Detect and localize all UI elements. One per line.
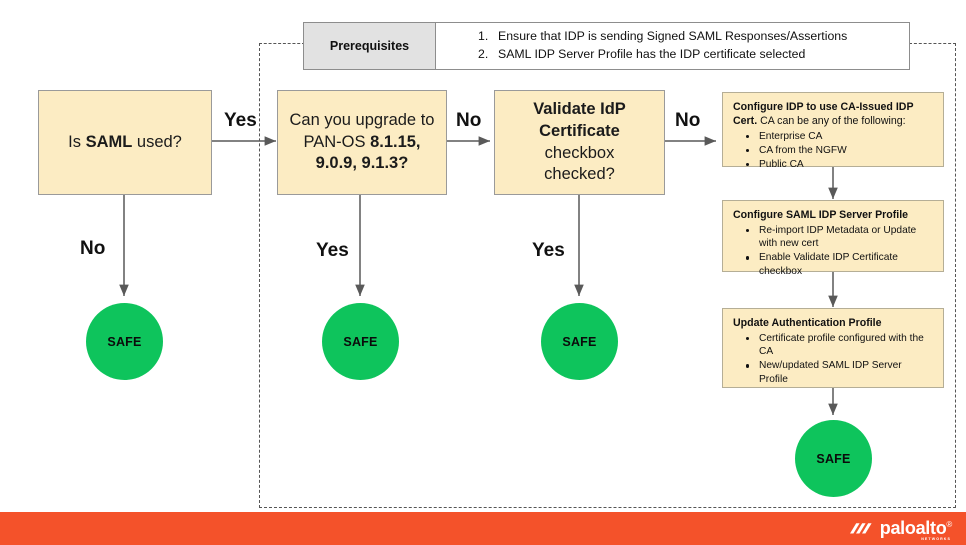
decision-can-you-upgrade[interactable]: Can you upgrade to PAN-OS 8.1.15, 9.0.9,…	[277, 90, 447, 195]
scope-dashed-top-left	[259, 43, 305, 44]
action-title: Configure IDP to use CA-Issued IDP Cert.…	[733, 101, 914, 127]
brand-lockup: paloalto® NETWORKS	[849, 517, 952, 541]
action-title: Configure SAML IDP Server Profile	[733, 209, 909, 221]
decision-is-saml-used[interactable]: Is SAML used?	[38, 90, 212, 195]
action-bullet-list: Certificate profile configured with the …	[733, 332, 933, 386]
edge-label-upgrade-no: No	[456, 110, 482, 131]
terminator-safe-4[interactable]: SAFE	[795, 420, 872, 497]
action-bullet: Re-import IDP Metadata or Update with ne…	[746, 224, 933, 251]
action-bullet: Public CA	[746, 158, 933, 171]
decision-validate-idp-certificate[interactable]: Validate IdP Certificate checkbox checke…	[494, 90, 665, 195]
action-configure-idp-ca-issued[interactable]: Configure IDP to use CA-Issued IDP Cert.…	[722, 92, 944, 170]
prerequisites-item-number: 1.	[478, 29, 489, 44]
action-title: Update Authentication Profile	[733, 317, 882, 329]
action-bullet: New/updated SAML IDP Server Profile	[746, 359, 933, 386]
prerequisites-item: 1. Ensure that IDP is sending Signed SAM…	[436, 28, 909, 46]
action-bullet-list: Enterprise CA CA from the NGFW Public CA	[733, 130, 933, 172]
edge-label-saml-no: No	[80, 238, 106, 259]
action-bullet: Enterprise CA	[746, 130, 933, 143]
paloalto-logo-icon	[849, 522, 872, 533]
edge-label-upgrade-yes: Yes	[316, 240, 349, 261]
prerequisites-list: 1. Ensure that IDP is sending Signed SAM…	[436, 23, 909, 69]
prerequisites-item-number: 2.	[478, 47, 489, 61]
action-bullet-list: Re-import IDP Metadata or Update with ne…	[733, 224, 933, 278]
brand-name: paloalto®	[879, 517, 952, 538]
action-bullet: Certificate profile configured with the …	[746, 332, 933, 359]
prerequisites-table: Prerequisites 1. Ensure that IDP is send…	[303, 22, 910, 70]
edge-label-validate-yes: Yes	[532, 240, 565, 261]
action-bullet: CA from the NGFW	[746, 144, 933, 157]
terminator-safe-2[interactable]: SAFE	[322, 303, 399, 380]
brand-tagline: NETWORKS	[921, 536, 951, 541]
scope-dashed-top-right	[909, 43, 956, 44]
decision-validate-idp-certificate-text: Validate IdP Certificate checkbox checke…	[533, 99, 626, 184]
edge-label-validate-no: No	[675, 110, 701, 131]
prerequisites-item: 2. SAML IDP Server Profile has the IDP c…	[436, 46, 909, 64]
prerequisites-item-text: SAML IDP Server Profile has the IDP cert…	[498, 47, 806, 61]
footer-bar: paloalto® NETWORKS	[0, 512, 966, 545]
decision-can-you-upgrade-text: Can you upgrade to PAN-OS 8.1.15, 9.0.9,…	[289, 110, 435, 173]
action-configure-saml-idp-server-profile[interactable]: Configure SAML IDP Server Profile Re-imp…	[722, 200, 944, 277]
action-update-authentication-profile[interactable]: Update Authentication Profile Certificat…	[722, 308, 944, 388]
prerequisites-label: Prerequisites	[304, 23, 436, 69]
terminator-safe-1[interactable]: SAFE	[86, 303, 163, 380]
prerequisites-item-text: Ensure that IDP is sending Signed SAML R…	[498, 29, 848, 44]
terminator-safe-3[interactable]: SAFE	[541, 303, 618, 380]
decision-is-saml-used-text: Is SAML used?	[68, 132, 182, 151]
action-bullet: Enable Validate IDP Certificate checkbox	[746, 251, 933, 278]
edge-label-saml-yes: Yes	[224, 110, 257, 131]
